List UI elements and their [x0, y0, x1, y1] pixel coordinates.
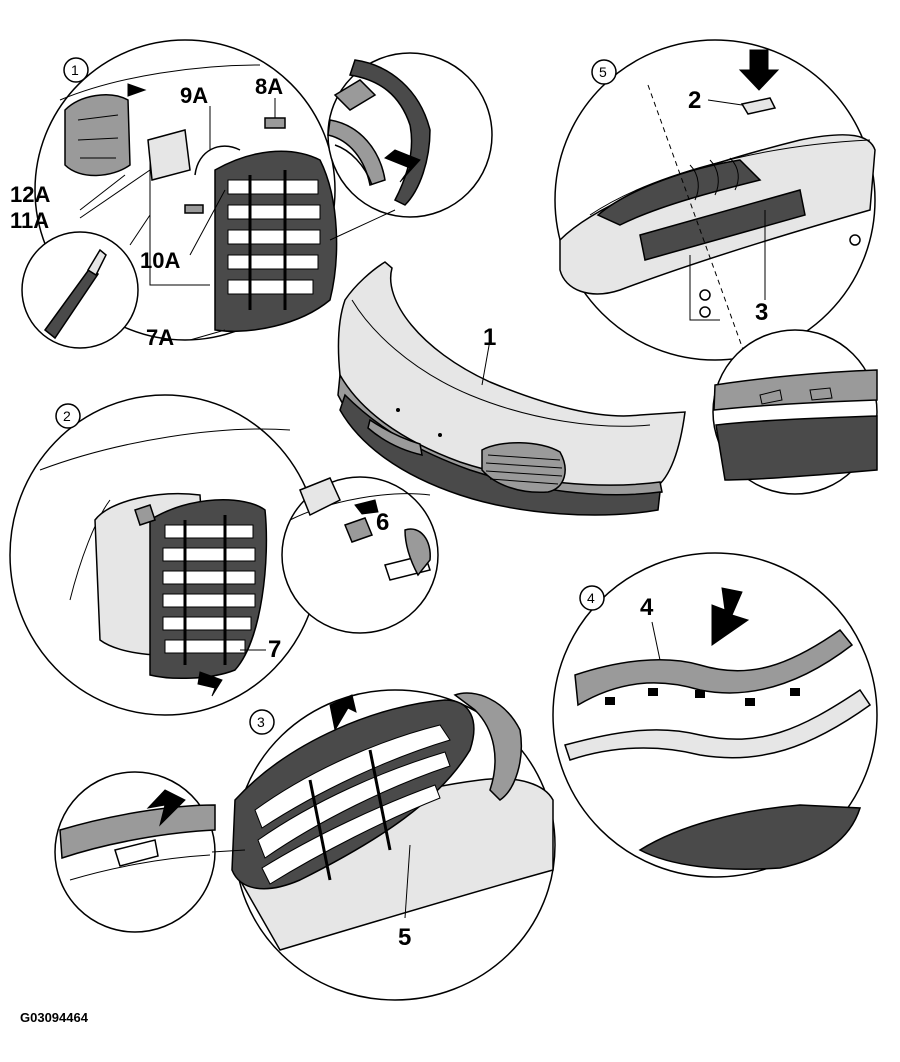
step-marker-2-label: 2	[63, 408, 71, 424]
callout-12a: 12A	[10, 182, 50, 207]
detail-4-arrow	[711, 587, 750, 646]
detail-5-guide-line	[647, 84, 746, 356]
fog-light-12a	[64, 94, 131, 177]
trim-strip-4	[574, 628, 854, 707]
callout-2: 2	[688, 87, 701, 114]
dark-strip-3	[639, 189, 806, 261]
inset-grille-clip-arrow	[146, 789, 186, 827]
detail-5-arrow	[738, 49, 780, 91]
figure-id: G03094464	[20, 1010, 89, 1025]
step-marker-1-label: 1	[71, 62, 79, 78]
inset-side-clip: 6	[281, 476, 439, 634]
bracket-9a	[194, 145, 241, 176]
step-marker-2	[55, 403, 81, 429]
detail-2-arrow	[197, 671, 223, 697]
step-marker-4	[579, 585, 605, 611]
side-grille-7	[149, 499, 268, 680]
callout-6: 6	[376, 509, 389, 536]
inset-top-clip	[327, 52, 493, 241]
bumper-vent-slats	[485, 454, 563, 485]
clip-6	[344, 517, 373, 543]
callout-7: 7	[268, 636, 281, 663]
inset-strip-clip	[712, 329, 878, 495]
side-grille-7a-slats	[227, 170, 321, 310]
step-marker-3-label: 3	[257, 714, 265, 730]
callout-1-leader	[481, 339, 491, 386]
inset-top-clip-arrow	[384, 149, 421, 183]
callout-5: 5	[398, 924, 411, 951]
inset-screwdriver	[21, 214, 151, 349]
center-grille-5-slats	[254, 724, 451, 885]
callout-8a: 8A	[255, 74, 283, 99]
detail-1-arrow	[127, 83, 147, 97]
step-marker-5-label: 5	[599, 64, 607, 80]
callout-11a: 11A	[10, 208, 49, 233]
callout-9a: 9A	[180, 83, 208, 108]
step-marker-4-label: 4	[587, 590, 595, 606]
side-grille-7-slats	[162, 515, 256, 665]
bracket-11a	[147, 129, 191, 181]
inset-grille-clip	[54, 771, 246, 933]
detail-2: 2 7	[9, 394, 321, 716]
callout-10a: 10A	[140, 248, 180, 273]
intake-opening	[596, 159, 762, 226]
trim-strip-4-tabs	[605, 688, 800, 706]
step-marker-3	[249, 709, 275, 735]
detail-4: 4 4	[552, 552, 878, 878]
clip-2	[740, 97, 777, 115]
callout-4: 4	[640, 594, 654, 621]
screw-8a	[264, 117, 286, 129]
detail-3: 3 5	[231, 689, 556, 1001]
detail-3-arrow	[329, 694, 357, 732]
callout-3: 3	[755, 299, 768, 326]
step-marker-5	[591, 59, 617, 85]
front-bumper	[337, 261, 686, 516]
callout-7a: 7A	[146, 325, 174, 350]
callout-1: 1	[483, 324, 496, 351]
step-marker-1	[63, 57, 89, 83]
detail-6-arrow	[354, 499, 379, 515]
detail-5: 5 2 3	[554, 39, 876, 361]
